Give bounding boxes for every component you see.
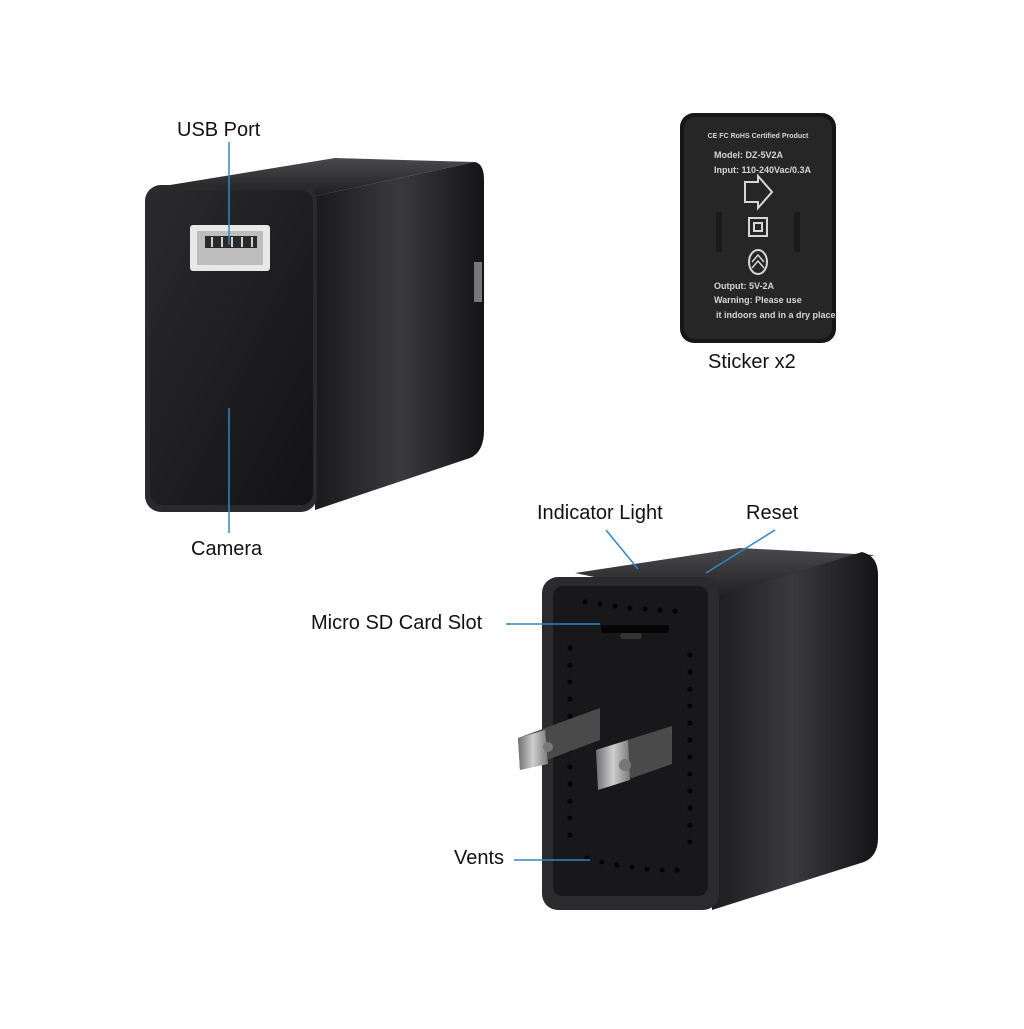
usb-port-icon	[190, 225, 270, 271]
indicator-light-label: Indicator Light	[537, 502, 663, 524]
sticker-header: CE FC RoHS Certified Product	[708, 133, 809, 140]
reset-callout-line	[705, 529, 776, 574]
camera-label: Camera	[191, 538, 263, 560]
micro-sd-label: Micro SD Card Slot	[311, 612, 483, 634]
double-insulation-icon	[748, 217, 768, 237]
side-prong-hint	[474, 262, 482, 302]
arrow-symbol-icon	[744, 173, 774, 211]
usb-port-label: USB Port	[177, 119, 261, 141]
micro-sd-slot-icon	[601, 625, 669, 633]
sticker-label: Sticker x2	[708, 351, 796, 373]
sticker-warning-1: Warning: Please use	[714, 295, 802, 305]
plug-prong-right	[596, 726, 672, 790]
vents-label: Vents	[454, 847, 505, 869]
sticker-warning-2: it indoors and in a dry place	[716, 310, 836, 320]
indicator-light-callout-line	[605, 529, 639, 570]
reset-label: Reset	[746, 502, 799, 524]
sticker-input: Input: 110-240Vac/0.3A	[714, 165, 812, 175]
charger-front-view	[145, 158, 484, 512]
sticker-output: Output: 5V-2A	[714, 281, 774, 291]
sticker-model: Model: DZ-5V2A	[714, 150, 784, 160]
plug-prong-left	[518, 708, 600, 770]
charger-back-view	[518, 548, 878, 910]
charger-back-side-face	[705, 552, 878, 910]
charger-side-face	[315, 162, 484, 510]
sticker-image: CE FC RoHS Certified Product Model: DZ-5…	[680, 113, 836, 343]
recycle-symbol-icon	[748, 249, 768, 275]
